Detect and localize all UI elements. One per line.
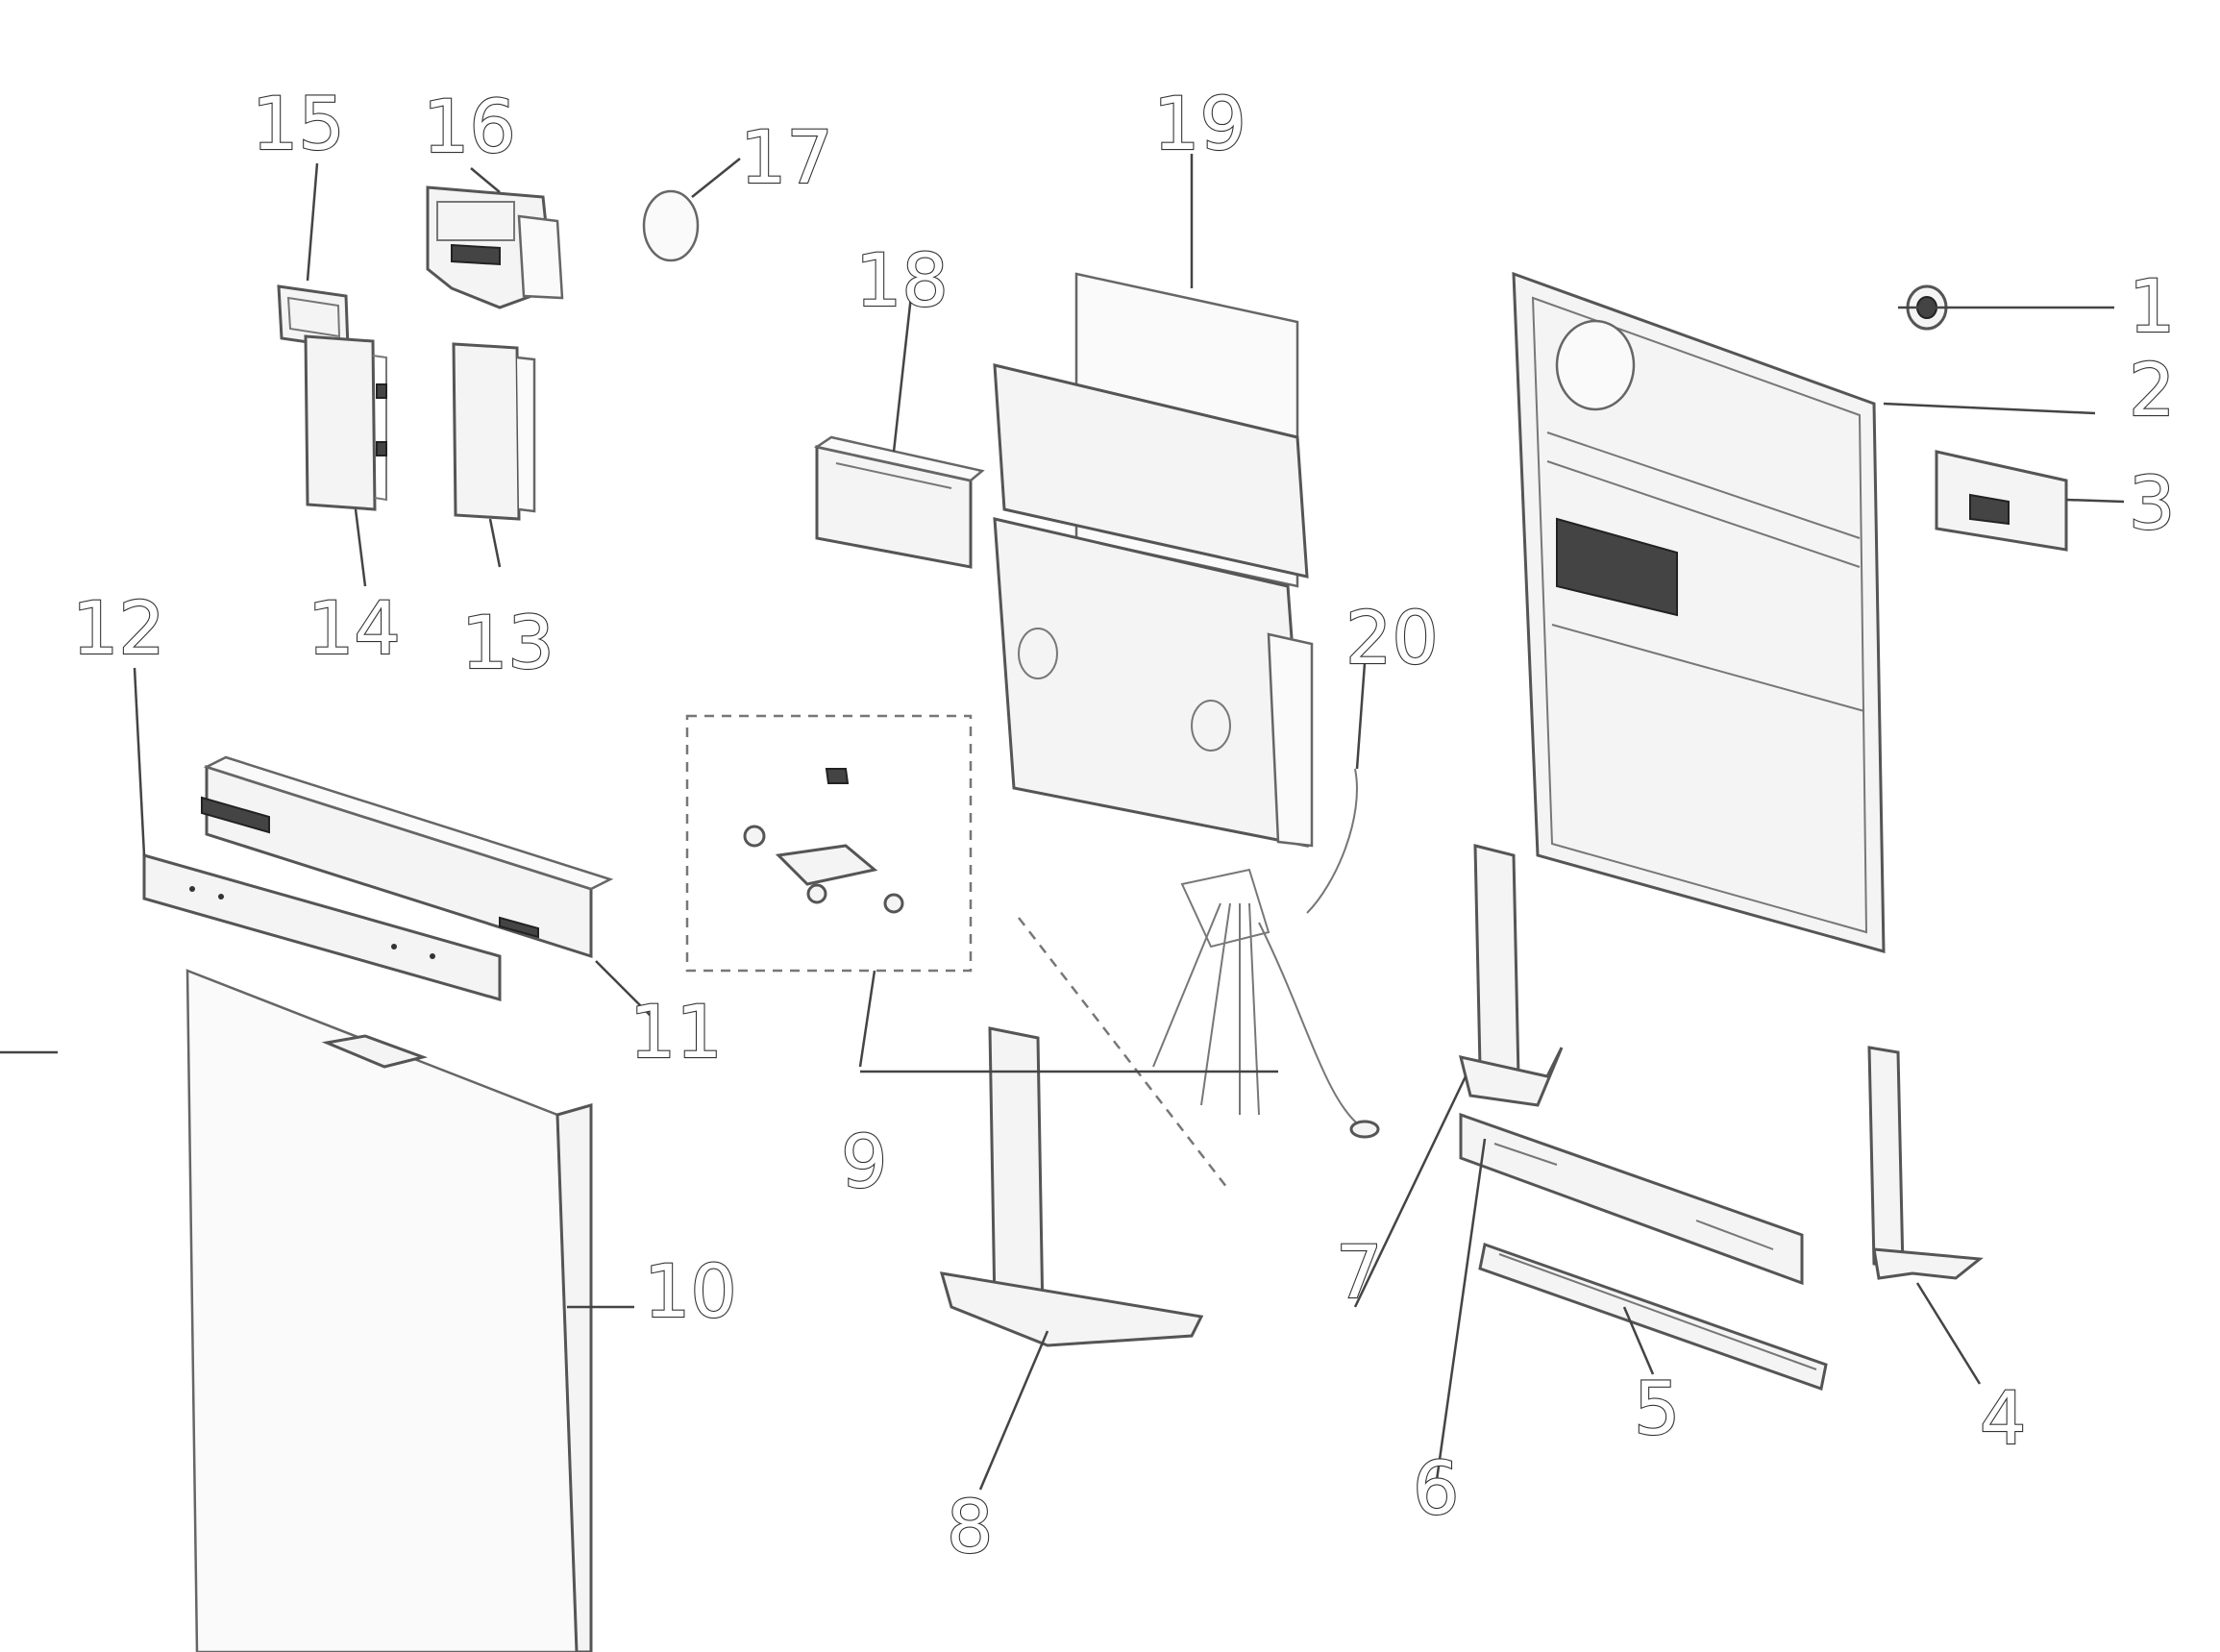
part-14 <box>304 334 387 511</box>
part-19 <box>993 272 1314 848</box>
part-3 <box>1935 450 2068 552</box>
part-10 <box>185 969 593 1652</box>
callout-1: 1 <box>2129 263 2175 349</box>
part-13 <box>452 342 536 521</box>
part-2 <box>1512 271 1886 953</box>
part-12 <box>142 853 502 1001</box>
callout-13: 13 <box>461 600 555 685</box>
callout-6: 6 <box>1413 1445 1459 1531</box>
callout-18: 18 <box>855 237 949 323</box>
callout-11: 11 <box>629 989 723 1074</box>
callout-5: 5 <box>1634 1366 1680 1451</box>
callout-20: 20 <box>1345 595 1439 680</box>
callout-3: 3 <box>2129 460 2175 546</box>
part-4 <box>1867 1046 1984 1280</box>
callout-12: 12 <box>72 585 165 671</box>
callout-labels: 1 2 3 4 5 6 7 8 9 10 11 12 13 14 15 16 1… <box>71 80 2177 1570</box>
callout-15: 15 <box>252 81 345 166</box>
part-5 <box>1478 1243 1828 1391</box>
part-20 <box>1152 768 1380 1139</box>
callout-8: 8 <box>947 1484 993 1569</box>
part-16 <box>426 185 564 309</box>
callout-19: 19 <box>1153 81 1246 166</box>
callout-9: 9 <box>841 1119 887 1204</box>
part-17 <box>642 189 700 262</box>
callout-16: 16 <box>423 84 516 169</box>
part-7 <box>1458 844 1564 1107</box>
callout-7: 7 <box>1336 1229 1382 1315</box>
callout-2: 2 <box>2129 347 2175 432</box>
callout-17: 17 <box>740 114 833 200</box>
part-9 <box>685 714 973 973</box>
callout-14: 14 <box>308 585 401 671</box>
part-6 <box>1459 1112 1804 1286</box>
part-11 <box>201 755 614 959</box>
part-8 <box>939 917 1231 1347</box>
leader-lines <box>0 154 2125 1491</box>
callout-10: 10 <box>644 1248 737 1334</box>
callout-4: 4 <box>1980 1375 2026 1461</box>
part-18 <box>813 435 985 569</box>
